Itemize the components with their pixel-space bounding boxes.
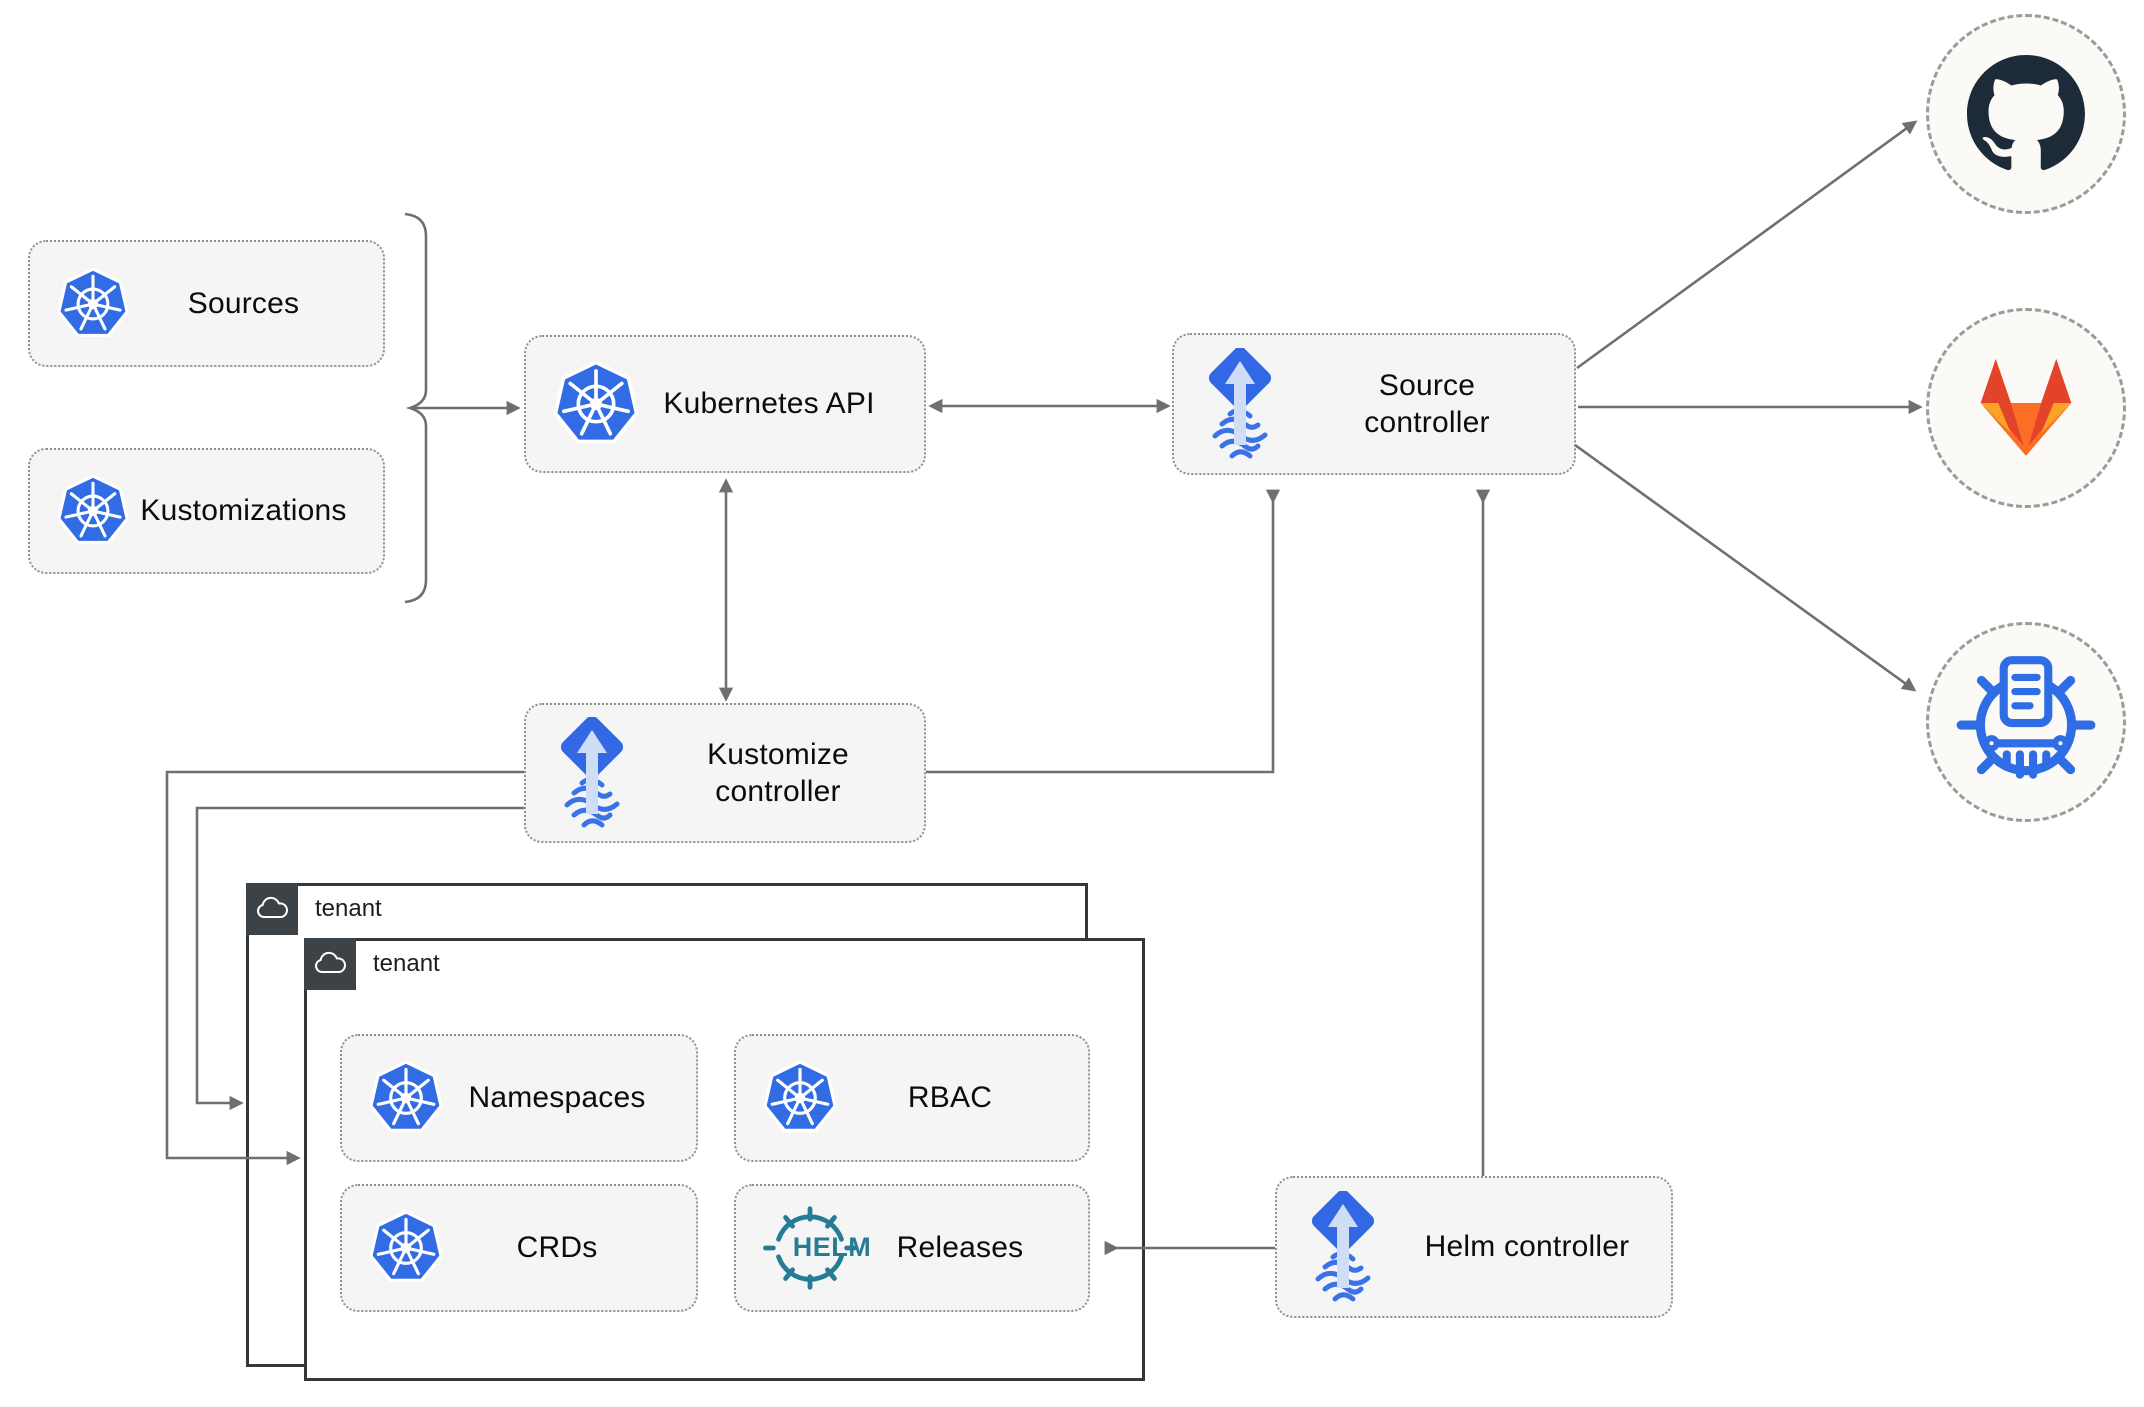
node-label: Kustomize controller: [707, 737, 849, 809]
helm-logo-text: HELM: [792, 1232, 872, 1262]
tenant-label: tenant: [373, 950, 440, 977]
arrow-kustomize-to-source-controller: [926, 489, 1281, 774]
kubernetes-icon: [552, 360, 640, 448]
github-icon: [1967, 55, 2085, 173]
node-kustomize-controller: Kustomize controller: [524, 703, 926, 843]
kubernetes-icon: [368, 1210, 444, 1286]
node-helm-controller: Helm controller: [1275, 1176, 1673, 1318]
node-label: CRDs: [516, 1231, 598, 1265]
node-label: Kustomizations: [140, 494, 347, 528]
endpoint-bucket: [1926, 622, 2126, 822]
node-namespaces: Namespaces: [340, 1034, 698, 1162]
gitlab-icon: [1963, 350, 2089, 466]
arrow-source-to-github: [1576, 120, 1918, 370]
cloud-icon: [312, 951, 349, 977]
node-label: Sources: [187, 286, 300, 320]
tenant-label: tenant: [315, 895, 382, 922]
flux-icon: [1200, 348, 1280, 460]
kubernetes-icon: [762, 1060, 838, 1136]
endpoint-gitlab: [1926, 308, 2126, 508]
kubernetes-icon: [56, 474, 130, 548]
cloud-icon: [254, 896, 291, 922]
tenant-tab: [304, 938, 356, 990]
arrow-source-to-bucket: [1574, 443, 1917, 692]
node-label: Namespaces: [468, 1081, 646, 1115]
node-releases: Releases: [734, 1184, 1090, 1312]
kubernetes-icon: [56, 267, 130, 341]
flux-icon: [1303, 1191, 1383, 1303]
node-label: Source controller: [1364, 368, 1490, 440]
brace-sources-group: [404, 212, 428, 604]
node-kubernetes-api: Kubernetes API: [524, 335, 926, 473]
kubernetes-icon: [368, 1060, 444, 1136]
tenant-tab: [246, 883, 298, 935]
node-sources: Sources: [28, 240, 385, 367]
node-source-controller: Source controller: [1172, 333, 1576, 475]
node-label: Releases: [896, 1231, 1024, 1265]
node-label: Helm controller: [1424, 1230, 1630, 1264]
flux-icon: [552, 717, 632, 829]
node-rbac: RBAC: [734, 1034, 1090, 1162]
node-crds: CRDs: [340, 1184, 698, 1312]
node-kustomizations: Kustomizations: [28, 448, 385, 574]
node-label: RBAC: [907, 1081, 993, 1115]
endpoint-github: [1926, 14, 2126, 214]
node-label: Kubernetes API: [663, 387, 875, 421]
bucket-storage-icon: [1950, 646, 2102, 798]
